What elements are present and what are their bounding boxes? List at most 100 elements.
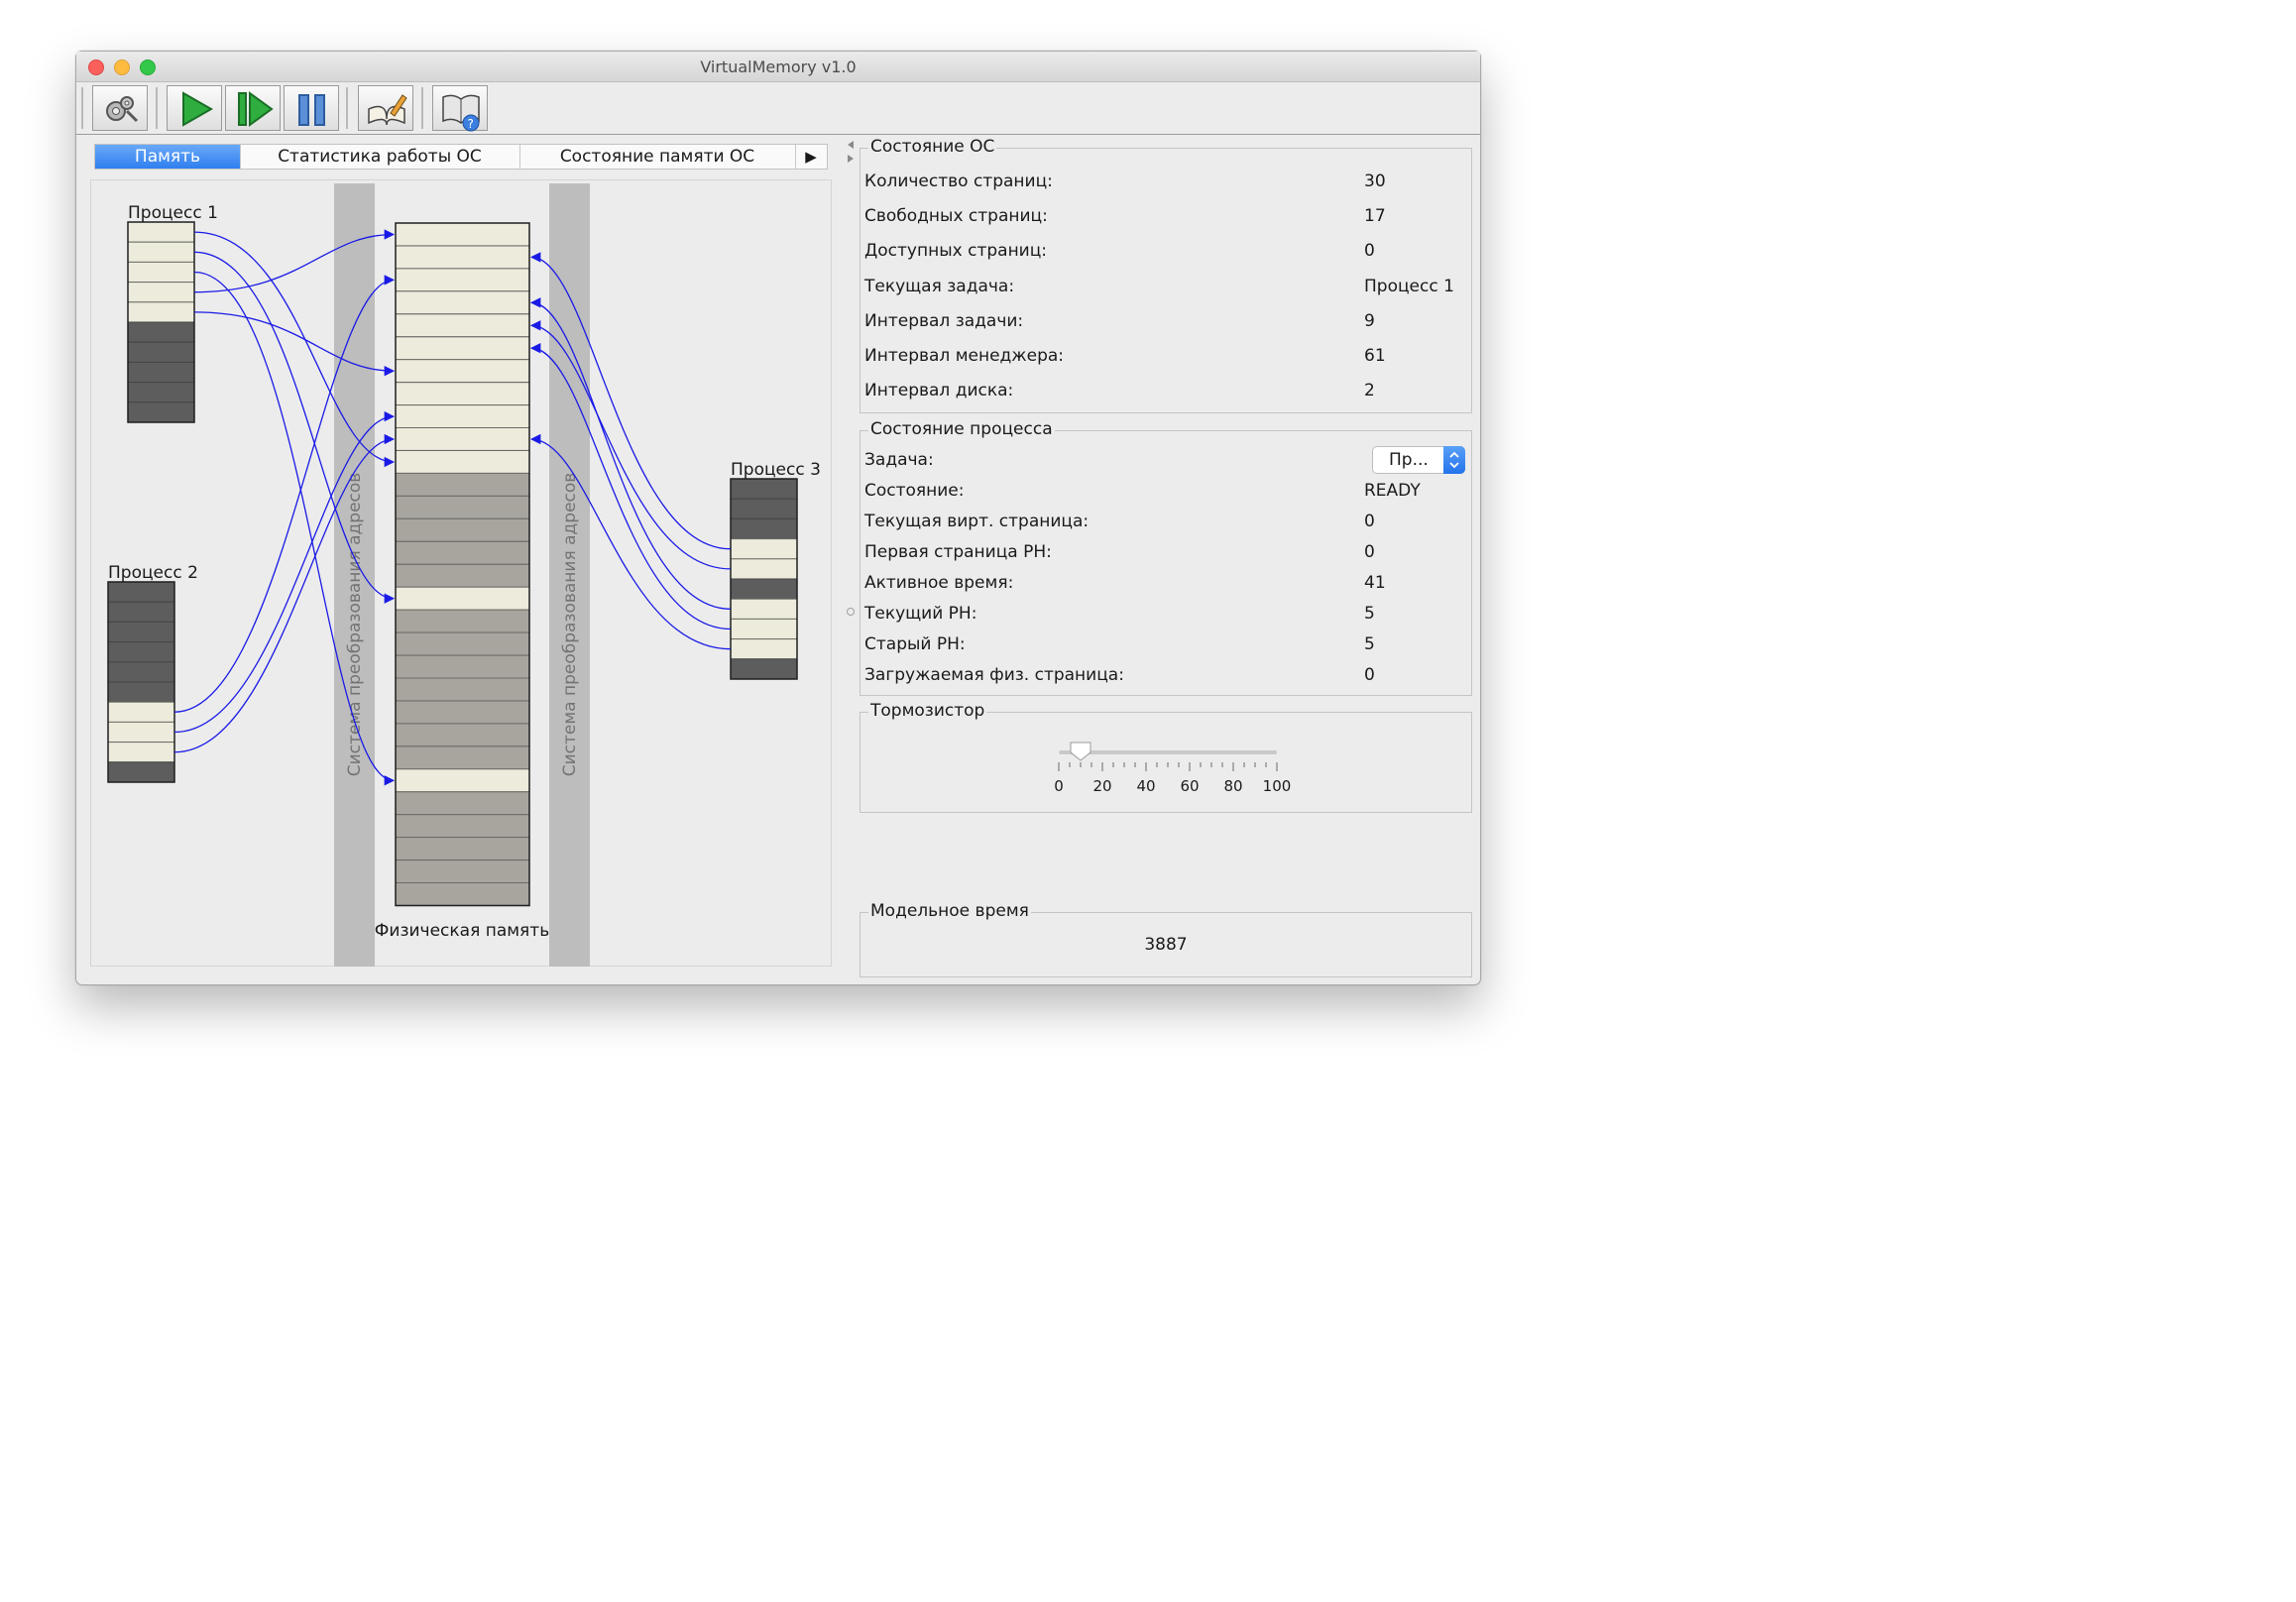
os-row: Интервал диска:2 [864, 381, 1375, 400]
physical-frame [395, 631, 530, 656]
page-mapping-arrow [529, 433, 732, 650]
svg-text:?: ? [468, 117, 474, 131]
process-1-page [127, 361, 195, 384]
process-3-page [730, 538, 798, 560]
process-1-page [127, 221, 195, 243]
panel-splitter[interactable] [846, 139, 856, 981]
process-1-page [127, 241, 195, 263]
page-mapping-arrow [173, 433, 396, 753]
tab-scroll-right-icon[interactable]: ▶ [805, 148, 817, 166]
os-row: Доступных страниц:0 [864, 241, 1375, 261]
slider-thumb[interactable] [1070, 742, 1091, 761]
physical-frame [395, 540, 530, 565]
physical-frame [395, 450, 530, 474]
physical-frame [395, 268, 530, 292]
os-row: Количество страниц:30 [864, 172, 1386, 191]
zoom-window-button[interactable] [140, 59, 156, 75]
physical-frame [395, 382, 530, 406]
page-mapping-arrow [529, 343, 732, 630]
step-button[interactable] [225, 85, 281, 131]
memory-diagram: Система преобразования адресов Система п… [107, 183, 821, 967]
toolbar-grip[interactable] [81, 87, 83, 129]
process-1-page [127, 321, 195, 343]
pages-layer [107, 221, 798, 907]
process-row: Загружаемая физ. страница:0 [864, 665, 1375, 685]
physical-frame [395, 814, 530, 839]
physical-frame [395, 472, 530, 497]
physical-frame [395, 586, 530, 611]
page-mapping-arrow [529, 252, 732, 550]
step-forward-icon [238, 91, 274, 127]
translation-label-right: Система преобразования адресов [560, 473, 580, 777]
physical-frame [395, 222, 530, 247]
play-icon [182, 91, 214, 127]
physical-frame [395, 791, 530, 816]
slider-tick-label: 80 [1223, 777, 1242, 795]
process-3-page [730, 478, 798, 500]
process-2-border [107, 581, 175, 783]
page-mapping-arrow [529, 320, 732, 570]
process-1-label: Процесс 1 [128, 203, 218, 223]
process-1-page [127, 382, 195, 403]
process-3-page [730, 618, 798, 640]
physical-memory-border [395, 222, 530, 907]
settings-button[interactable] [92, 85, 148, 131]
links-layer [173, 229, 732, 786]
task-select[interactable]: Пр... [1372, 446, 1465, 474]
task-row: Задача: Пр... [864, 446, 1471, 474]
physical-frame [395, 859, 530, 883]
process-3-border [730, 478, 798, 680]
minimize-window-button[interactable] [114, 59, 130, 75]
help-book-icon: ? [442, 94, 480, 132]
brake-title: Тормозистор [868, 701, 987, 721]
edit-book-icon [368, 94, 407, 126]
process-2-page [107, 681, 175, 703]
process-row: Текущая вирт. страница:0 [864, 512, 1375, 531]
process-2-page [107, 641, 175, 663]
tab-os-memory-state[interactable]: Состояние памяти ОС [519, 145, 796, 169]
physical-frame [395, 313, 530, 338]
page-mapping-arrow [173, 410, 396, 734]
run-button[interactable] [167, 85, 222, 131]
toolbar: ? [76, 82, 1480, 135]
close-window-button[interactable] [88, 59, 104, 75]
process-row: Активное время:41 [864, 573, 1386, 593]
physical-memory-label: Физическая память [375, 921, 549, 941]
slider-thumb-shape[interactable] [1070, 742, 1091, 761]
help-button[interactable]: ? [432, 85, 488, 132]
process-1-page [127, 282, 195, 303]
translation-label-left: Система преобразования адресов [345, 473, 365, 777]
os-row: Свободных страниц:17 [864, 206, 1386, 226]
tab-bar: Память Статистика работы ОС Состояние па… [94, 144, 828, 170]
toolbar-separator [346, 87, 348, 129]
page-mapping-arrow [173, 275, 396, 713]
process-1-page [127, 261, 195, 284]
tab-os-statistics[interactable]: Статистика работы ОС [240, 145, 520, 169]
model-time-value: 3887 [1144, 935, 1188, 955]
page-mapping-arrow [193, 311, 396, 377]
process-2-label: Процесс 2 [108, 563, 198, 583]
tab-memory[interactable]: Память [95, 145, 241, 169]
process-3-page [730, 498, 798, 519]
process-row: Состояние:READY [864, 481, 1421, 501]
process-row: Текущий РН:5 [864, 604, 1375, 624]
page-mapping-arrow [193, 271, 396, 786]
app-window: VirtualMemory v1.0 [75, 51, 1481, 985]
pause-button[interactable] [284, 85, 339, 131]
os-row: Текущая задача:Процесс 1 [864, 277, 1454, 296]
physical-frame [395, 336, 530, 361]
edit-button[interactable] [358, 85, 413, 131]
page-mapping-arrow [193, 231, 396, 468]
physical-frame [395, 404, 530, 429]
process-2-page [107, 661, 175, 683]
title-bar[interactable]: VirtualMemory v1.0 [76, 52, 1480, 82]
physical-frame [395, 745, 530, 770]
pause-icon [298, 94, 325, 126]
toolbar-separator [156, 87, 158, 129]
window-title: VirtualMemory v1.0 [700, 57, 857, 76]
physical-frame [395, 882, 530, 906]
physical-frame [395, 563, 530, 588]
